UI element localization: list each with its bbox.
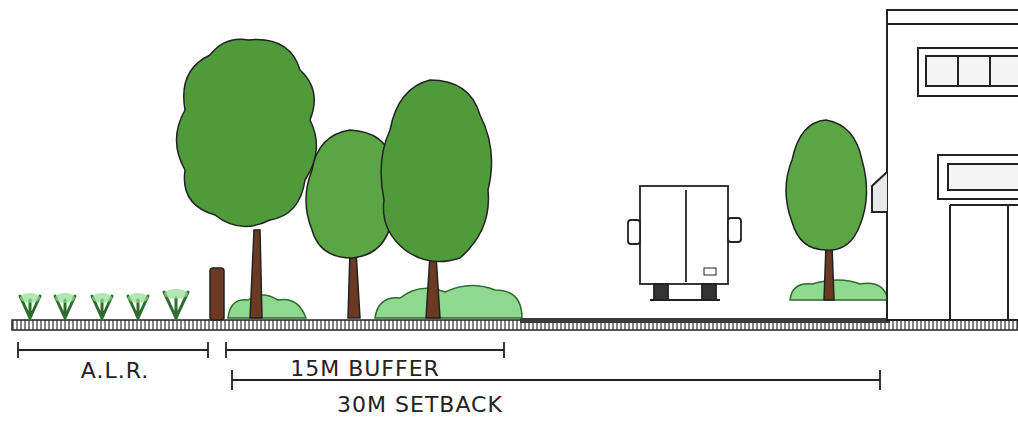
tree-trunk: [824, 245, 834, 300]
shrub: [228, 295, 306, 318]
dimension-label: A.L.R.: [81, 358, 149, 383]
buffer-trees: [177, 39, 492, 318]
dimension-label: 15M BUFFER: [290, 356, 440, 381]
dimension-lines: [18, 342, 880, 390]
crop-foliage: [20, 289, 188, 303]
building: [872, 10, 1018, 320]
paved-road: [520, 318, 890, 323]
crop-plants: [20, 292, 188, 318]
fence-post: [210, 268, 224, 320]
shrub: [375, 285, 522, 318]
shrub: [790, 280, 888, 300]
truck: [628, 186, 741, 300]
tree-canopy: [786, 120, 867, 250]
dimension-label: 30M SETBACK: [337, 392, 503, 417]
